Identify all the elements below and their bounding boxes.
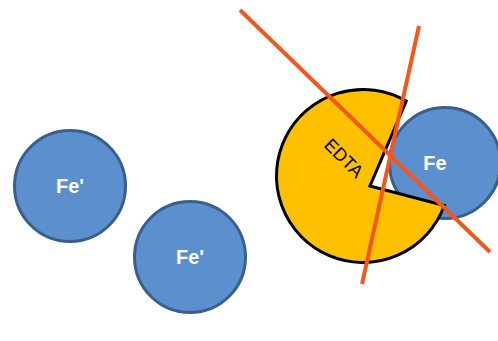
ion-circle: Fe' bbox=[13, 129, 127, 243]
circle-path bbox=[15, 131, 126, 242]
node-label: Fe' bbox=[176, 246, 204, 269]
ion-circle: Fe' bbox=[133, 200, 247, 314]
node-label: Fe bbox=[423, 152, 446, 175]
node-label: Fe' bbox=[56, 175, 84, 198]
circle-path bbox=[135, 202, 246, 313]
circle-path bbox=[390, 108, 498, 219]
chelator-shape: EDTA bbox=[275, 88, 451, 264]
pacman-outline bbox=[275, 88, 451, 264]
node-label: EDTA bbox=[319, 134, 367, 182]
ion-circle: Fe bbox=[388, 106, 498, 220]
